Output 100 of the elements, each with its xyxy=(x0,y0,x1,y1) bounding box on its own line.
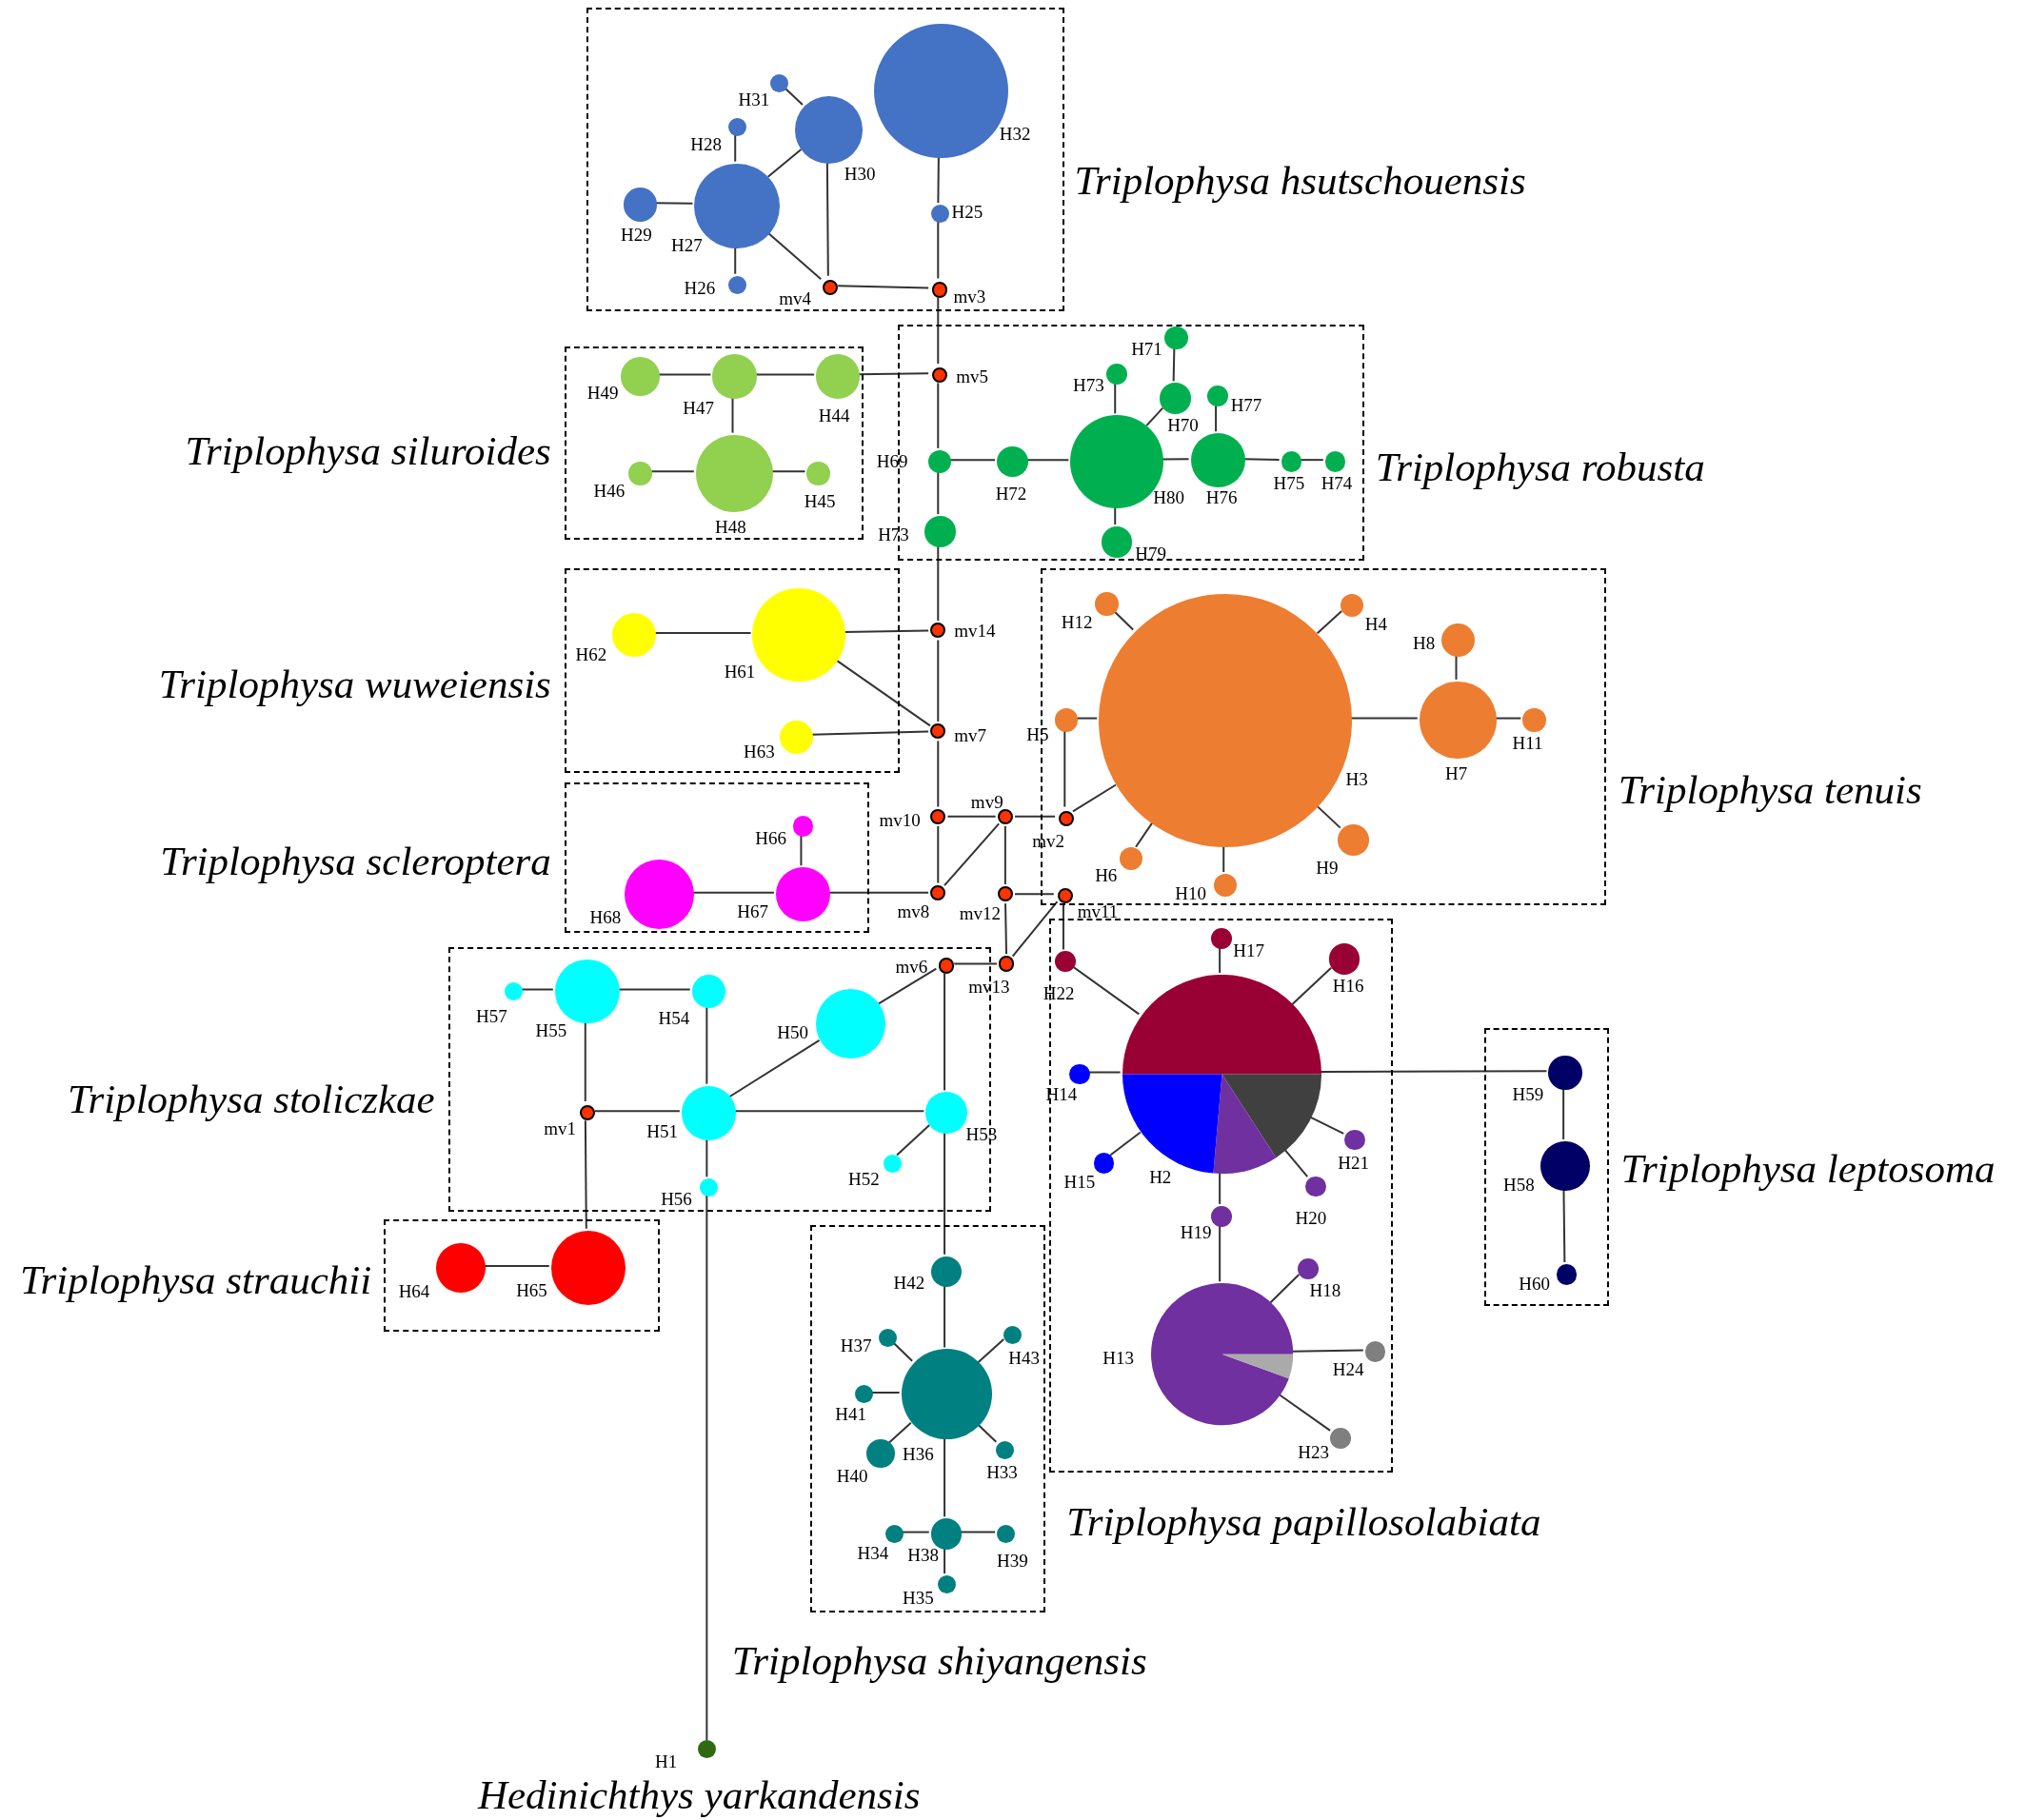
haplotype-label: H73 xyxy=(878,525,909,544)
haplotype-label: H1 xyxy=(655,1751,678,1771)
haplotype-label: H16 xyxy=(1332,976,1364,995)
haplotype-label: H12 xyxy=(1061,613,1093,632)
haplotype-label: H50 xyxy=(777,1022,808,1041)
haplotype-label: mv14 xyxy=(954,621,996,640)
haplotype-label: H33 xyxy=(986,1463,1018,1482)
haplotype-label: H19 xyxy=(1180,1223,1212,1241)
connector-line xyxy=(1349,717,1419,720)
haplotype-label: H37 xyxy=(840,1336,872,1355)
haplotype-label: H59 xyxy=(1512,1084,1544,1103)
connector-line xyxy=(943,972,946,1092)
haplotype-label: H66 xyxy=(755,829,786,848)
connector-line xyxy=(943,1436,946,1518)
haplotype-label: H80 xyxy=(1153,487,1184,506)
connector-line xyxy=(1494,717,1522,720)
haplotype-label: H36 xyxy=(902,1445,934,1464)
haplotype-label: H15 xyxy=(1063,1173,1096,1192)
haplotype-label: mv12 xyxy=(959,903,1001,922)
haplotype-label: H69 xyxy=(876,451,908,470)
haplotype-label: H6 xyxy=(1095,866,1118,885)
connector-line xyxy=(1004,902,1008,956)
haplotype-label: H11 xyxy=(1512,733,1543,752)
haplotype-label: H68 xyxy=(589,907,622,926)
connector-line xyxy=(1114,505,1117,525)
species-label: Triplophysa siluroides xyxy=(185,429,551,471)
connector-line xyxy=(1299,459,1324,462)
species-label: Triplophysa hsutschouensis xyxy=(1074,159,1526,201)
connector-line xyxy=(1291,966,1333,1005)
haplotype-label: H65 xyxy=(516,1281,547,1300)
connector-line xyxy=(593,1110,681,1113)
connector-line xyxy=(1075,717,1099,720)
connector-line xyxy=(937,639,940,722)
connector-line xyxy=(843,629,930,634)
connector-line xyxy=(766,148,803,178)
connector-line xyxy=(1316,610,1343,635)
haplotype-label: H30 xyxy=(844,165,876,184)
connector-line xyxy=(1014,893,1055,896)
haplotype-label: H3 xyxy=(1345,769,1368,788)
connector-line xyxy=(1011,900,1059,958)
connector-line xyxy=(1172,346,1176,383)
connector-line xyxy=(1071,783,1118,813)
haplotype-label: H51 xyxy=(646,1122,678,1141)
haplotype-label: H52 xyxy=(847,1170,880,1189)
connector-line xyxy=(1014,815,1057,818)
connector-line xyxy=(937,155,940,205)
haplotype-label: H44 xyxy=(818,406,850,425)
haplotype-label: mv13 xyxy=(968,978,1010,997)
haplotype-label: H38 xyxy=(907,1546,940,1565)
connector-line xyxy=(1062,902,1064,951)
haplotype-label: H77 xyxy=(1230,396,1262,415)
haplotype-label: H67 xyxy=(737,902,768,921)
haplotype-label: H29 xyxy=(621,226,652,245)
connector-line xyxy=(691,891,775,894)
haplotype-label: H22 xyxy=(1043,983,1075,1002)
connector-line xyxy=(937,382,940,449)
connector-line xyxy=(1269,1274,1301,1304)
haplotype-label: H8 xyxy=(1413,634,1436,653)
haplotype-label: H60 xyxy=(1519,1275,1550,1294)
haplotype-label: H76 xyxy=(1205,487,1238,506)
connector-line xyxy=(1161,458,1190,461)
species-label: Hedinichthys yarkandensis xyxy=(477,1773,921,1815)
haplotype-label: H75 xyxy=(1273,473,1305,492)
haplotype-label: H9 xyxy=(1316,859,1339,878)
haplotype-label: H13 xyxy=(1102,1348,1135,1367)
haplotype-label: H2 xyxy=(1149,1167,1172,1186)
haplotype-label: H40 xyxy=(836,1467,868,1486)
haplotype-label: H54 xyxy=(658,1008,690,1027)
connector-line xyxy=(734,246,737,275)
connector-line xyxy=(976,1422,998,1443)
haplotype-label: H48 xyxy=(715,517,746,536)
connector-line xyxy=(728,1039,821,1098)
connector-line xyxy=(837,285,930,289)
haplotype-label: H49 xyxy=(586,383,619,402)
haplotype-label: H25 xyxy=(951,202,983,221)
haplotype-label: mv7 xyxy=(954,725,986,744)
connector-line xyxy=(1277,1393,1332,1432)
haplotype-label: H46 xyxy=(593,481,626,500)
species-label: Triplophysa stoliczkae xyxy=(67,1078,435,1119)
haplotype-label: H47 xyxy=(683,399,714,418)
connector-line xyxy=(877,967,938,1005)
haplotype-label: mv8 xyxy=(897,902,930,921)
connector-line xyxy=(937,740,940,808)
haplotype-label: H20 xyxy=(1295,1209,1327,1228)
haplotype-label: H18 xyxy=(1309,1281,1341,1300)
haplotype-label: H4 xyxy=(1364,614,1387,633)
connector-line xyxy=(770,470,806,473)
connector-line xyxy=(705,1005,708,1085)
haplotype-label: H72 xyxy=(995,484,1027,503)
species-label: Triplophysa tenuis xyxy=(1618,769,1922,811)
haplotype-label: mv9 xyxy=(970,793,1003,812)
haplotype-label: H63 xyxy=(744,742,775,762)
haplotype-label: H31 xyxy=(738,89,770,109)
species-label: Triplophysa papillosolabiata xyxy=(1066,1500,1541,1542)
haplotype-label: H45 xyxy=(804,491,836,510)
haplotype-label: H74 xyxy=(1321,473,1353,492)
species-label: Triplophysa scleroptera xyxy=(160,841,551,882)
haplotype-label: H42 xyxy=(893,1273,925,1292)
haplotype-label: mv11 xyxy=(1077,901,1119,920)
connector-line xyxy=(584,1119,587,1230)
